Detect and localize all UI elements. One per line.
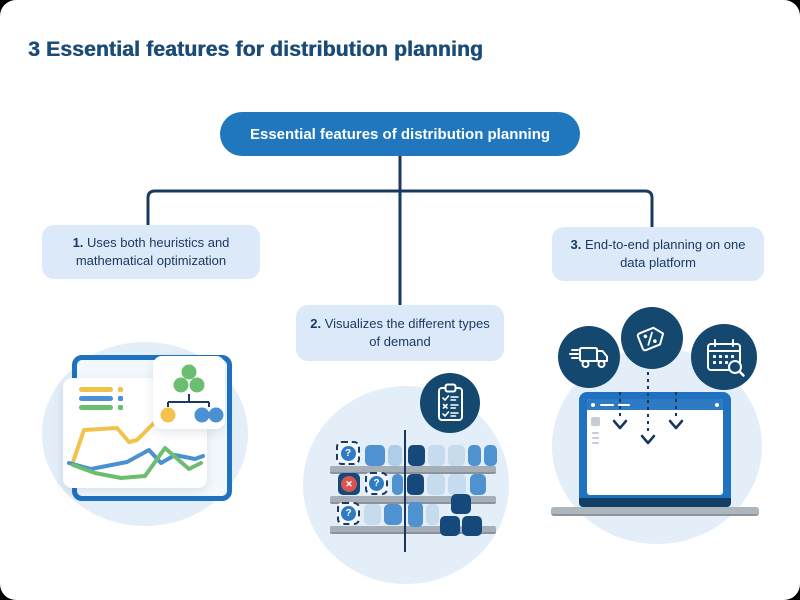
cluster-hierarchy-card [153, 356, 225, 429]
checklist-clipboard-icon [438, 383, 463, 421]
unknown-demand-box: ? [337, 502, 360, 525]
feature-2-number: 2. [310, 316, 322, 332]
app-sidebar-line [592, 437, 599, 439]
shelf-box [448, 445, 465, 466]
shelf-box [427, 474, 445, 495]
app-sidebar-line [592, 432, 599, 434]
feature-3-box: 3. End-to-end planning on one data platf… [552, 227, 764, 281]
pricing-badge [621, 307, 683, 369]
root-node: Essential features of distribution plann… [220, 112, 580, 156]
stacked-box [451, 494, 471, 514]
blocked-demand-box: ✕ [338, 473, 360, 495]
checklist-badge [420, 373, 480, 433]
shelf-box [428, 445, 445, 466]
feature-2-label: Visualizes the different types of demand [324, 316, 490, 349]
calendar-search-icon [707, 339, 745, 377]
shelf-box [388, 445, 402, 466]
feature-3-text: 3. End-to-end planning on one data platf… [570, 236, 746, 272]
app-menu-item [600, 403, 614, 406]
feature-2-box: 2. Visualizes the different types of dem… [296, 305, 504, 361]
legend-green-bar [79, 405, 113, 410]
unknown-demand-box: ? [365, 472, 388, 495]
page-title: 3 Essential features for distribution pl… [28, 38, 483, 61]
app-menu-item [618, 403, 630, 406]
shelf-box [484, 445, 497, 466]
blocked-x-icon: ✕ [341, 476, 357, 492]
feature-2-text: 2. Visualizes the different types of dem… [310, 315, 490, 351]
root-node-label: Essential features of distribution plann… [249, 125, 551, 143]
legend-blue-bar [79, 396, 113, 401]
shelf-box [408, 445, 425, 466]
shelf-box [470, 474, 486, 495]
stacked-box [462, 516, 482, 536]
shelf-box [448, 474, 466, 495]
question-icon: ? [341, 506, 356, 521]
shelf-box [426, 504, 439, 525]
delivery-truck-icon [569, 347, 608, 368]
shelf-box [384, 504, 402, 525]
feature-3-number: 3. [570, 237, 582, 253]
shelf-box [468, 445, 481, 466]
feature-1-label: Uses both heuristics and mathematical op… [75, 235, 230, 268]
shelf-box [365, 445, 385, 466]
shelf-box [408, 502, 423, 527]
laptop-app-header [587, 399, 723, 410]
shelf-1 [330, 466, 496, 474]
shelf-3 [330, 526, 496, 534]
discount-tag-icon [636, 326, 665, 352]
laptop-base [551, 507, 759, 516]
shelf-box [392, 474, 403, 495]
legend-yellow-dot [118, 387, 123, 392]
laptop-frame-bottom [579, 498, 731, 507]
feature-3-label: End-to-end planning on one data platform [585, 237, 746, 270]
app-sidebar-line [592, 442, 599, 444]
laptop-display [587, 399, 723, 495]
planning-badge [691, 324, 757, 390]
question-icon: ? [340, 445, 356, 461]
stacked-box [440, 516, 460, 536]
shelf-box [364, 504, 381, 525]
line-chart-icon [67, 419, 205, 480]
legend-yellow-bar [79, 387, 113, 392]
app-sidebar-tile [591, 417, 600, 426]
demand-divider-line [404, 430, 406, 552]
delivery-badge [558, 326, 620, 388]
question-icon: ? [369, 476, 384, 491]
feature-1-number: 1. [72, 235, 84, 251]
app-header-icon [715, 402, 719, 407]
unknown-demand-box: ? [336, 441, 360, 465]
feature-1-box: 1. Uses both heuristics and mathematical… [42, 225, 260, 279]
feature-1-text: 1. Uses both heuristics and mathematical… [56, 234, 246, 270]
legend-blue-dot [118, 396, 123, 401]
shelf-box [407, 474, 424, 495]
app-logo-icon [591, 402, 595, 407]
legend-green-dot [118, 405, 123, 410]
cluster-hierarchy-icon [160, 364, 224, 423]
